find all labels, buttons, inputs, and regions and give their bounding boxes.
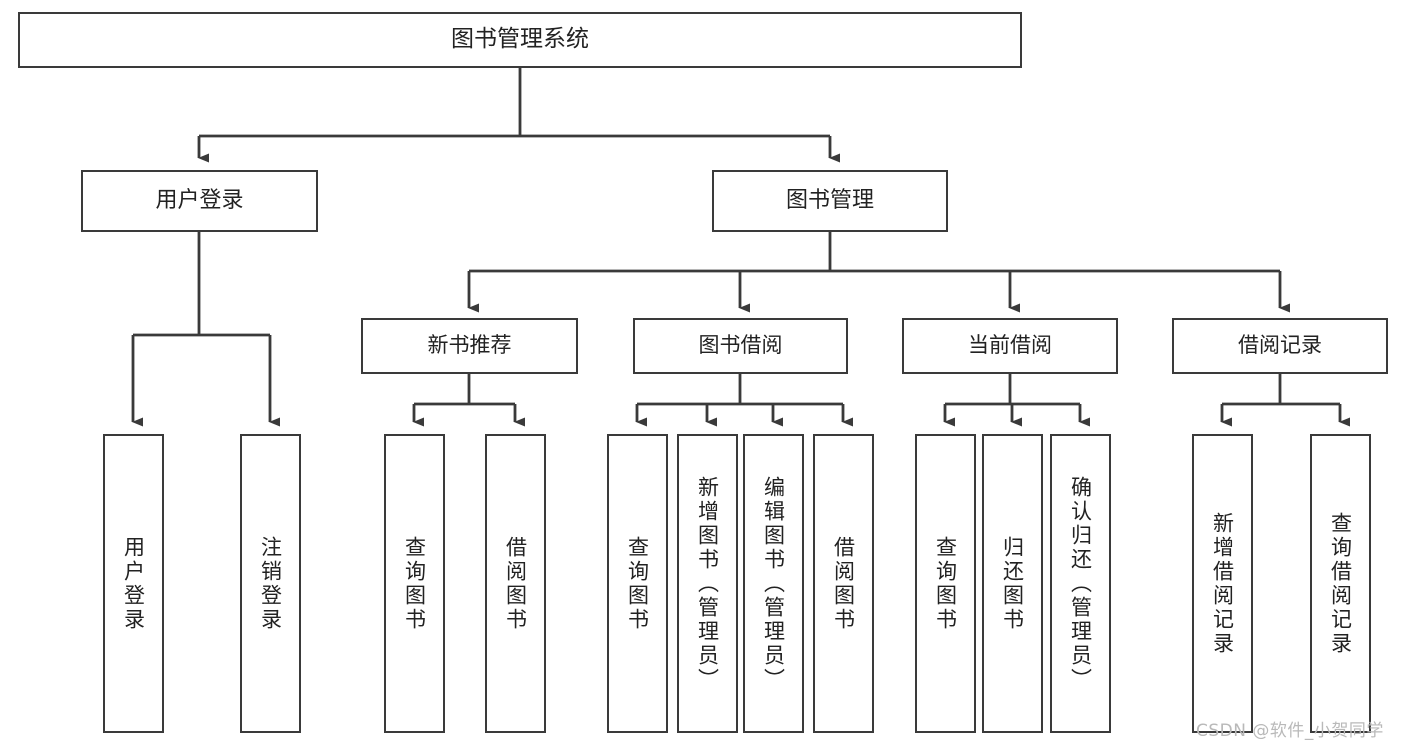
node-label: 新书推荐: [427, 333, 512, 358]
node-label: 查询图书: [402, 535, 427, 632]
node-new-book-recommendation[interactable]: 新书推荐: [361, 318, 578, 374]
leaf-borrow-books-newbook[interactable]: 借阅图书: [485, 434, 546, 733]
leaf-add-borrow-record[interactable]: 新增借阅记录: [1192, 434, 1253, 733]
leaf-edit-book-admin[interactable]: 编辑图书（管理员）: [743, 434, 804, 733]
leaf-query-books-borrow[interactable]: 查询图书: [607, 434, 668, 733]
node-label: 用户登录: [121, 535, 146, 632]
leaf-logout[interactable]: 注销登录: [240, 434, 301, 733]
node-label: 新增借阅记录: [1210, 511, 1235, 656]
node-label: 借阅记录: [1238, 333, 1322, 358]
node-label: 用户登录: [155, 187, 244, 213]
node-book-management[interactable]: 图书管理: [712, 170, 948, 232]
leaf-confirm-return-admin[interactable]: 确认归还（管理员）: [1050, 434, 1111, 733]
leaf-query-books-current[interactable]: 查询图书: [915, 434, 976, 733]
leaf-user-login[interactable]: 用户登录: [103, 434, 164, 733]
node-user-login[interactable]: 用户登录: [81, 170, 318, 232]
node-label: 归还图书: [1000, 535, 1025, 632]
node-label: 借阅图书: [831, 535, 856, 632]
node-label: 当前借阅: [968, 333, 1052, 358]
node-label: 查询图书: [933, 535, 958, 632]
node-current-borrowing[interactable]: 当前借阅: [902, 318, 1118, 374]
leaf-return-books[interactable]: 归还图书: [982, 434, 1043, 733]
node-book-borrowing[interactable]: 图书借阅: [633, 318, 848, 374]
node-borrow-records[interactable]: 借阅记录: [1172, 318, 1388, 374]
node-label: 查询图书: [625, 535, 650, 632]
node-label: 图书借阅: [698, 333, 783, 358]
node-label: 图书管理: [785, 187, 874, 213]
node-label: 注销登录: [258, 535, 283, 632]
node-label: 新增图书（管理员）: [695, 475, 720, 692]
leaf-add-book-admin[interactable]: 新增图书（管理员）: [677, 434, 738, 733]
leaf-query-books-newbook[interactable]: 查询图书: [384, 434, 445, 733]
leaf-borrow-books-borrow[interactable]: 借阅图书: [813, 434, 874, 733]
node-label: 图书管理系统: [451, 26, 589, 53]
node-label: 确认归还（管理员）: [1068, 475, 1093, 692]
leaf-query-borrow-record[interactable]: 查询借阅记录: [1310, 434, 1371, 733]
node-root-book-management-system[interactable]: 图书管理系统: [18, 12, 1022, 68]
node-label: 借阅图书: [503, 535, 528, 632]
node-label: 查询借阅记录: [1328, 511, 1353, 656]
node-label: 编辑图书（管理员）: [761, 475, 786, 692]
